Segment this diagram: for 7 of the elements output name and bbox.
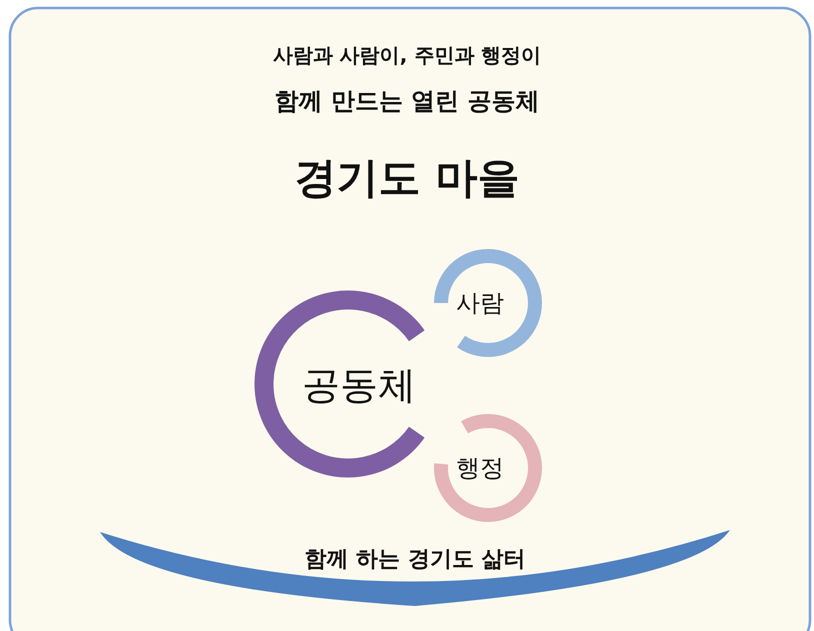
slogan-text: 함께 하는 경기도 삶터 — [304, 546, 526, 574]
ring-label: 사람 — [456, 288, 504, 319]
title-text: 경기도 마을 — [294, 152, 520, 204]
subtitle-text: 함께 만드는 열린 공동체 — [273, 86, 541, 117]
ring-label: 공동체 — [302, 362, 416, 409]
subtitle-text: 사람과 사람이, 주민과 행정이 — [272, 42, 542, 69]
ring-label: 행정 — [456, 453, 504, 484]
